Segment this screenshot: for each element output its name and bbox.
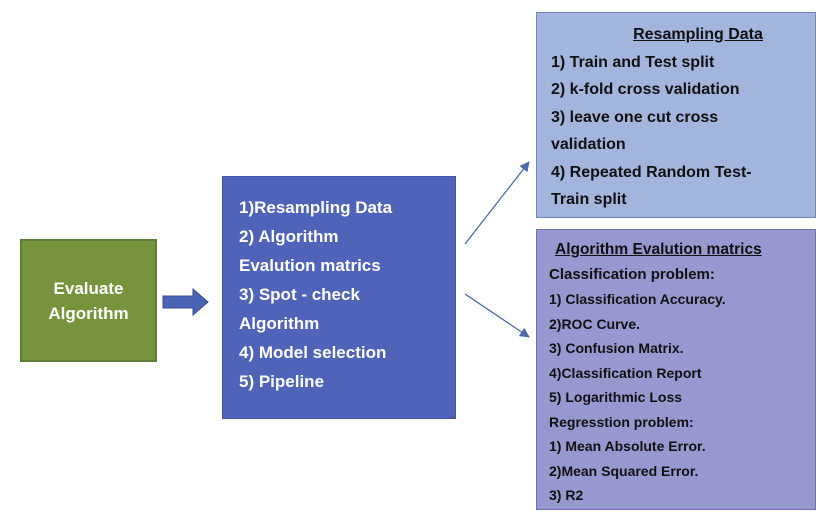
steps-line: Algorithm	[239, 314, 320, 333]
steps-line: 2) Algorithm	[239, 227, 339, 246]
connector-to-metrics	[464, 293, 530, 338]
classification-heading: Classification problem:	[549, 265, 715, 283]
resampling-item: 3) leave one cut cross	[551, 108, 719, 126]
steps-line: 5) Pipeline	[239, 372, 325, 391]
block-arrow	[162, 287, 209, 317]
resampling-item: validation	[551, 136, 626, 153]
classification-item: 5) Logarithmic Loss	[549, 389, 683, 405]
evaluation-metrics-box: Algorithm Evalution matrics Classificati…	[536, 229, 816, 510]
classification-item: 3) Confusion Matrix.	[549, 340, 684, 356]
resampling-data-box: Resampling Data 1) Train and Test split …	[536, 12, 816, 218]
resampling-item: 4) Repeated Random Test-	[551, 163, 752, 181]
regression-item: 2)Mean Squared Error.	[549, 462, 699, 479]
regression-heading: Regresstion problem:	[549, 413, 694, 430]
evaluate-line-2: Algorithm	[48, 303, 129, 323]
steps-line: Evalution matrics	[239, 256, 381, 275]
regression-item: 1) Mean Absolute Error.	[549, 438, 706, 454]
steps-line: 3) Spot - check	[239, 285, 360, 304]
connector-to-resampling	[464, 161, 530, 245]
classification-item: 4)Classification Report	[549, 364, 702, 381]
classification-item: 2)ROC Curve.	[549, 315, 641, 332]
steps-line: 4) Model selection	[239, 343, 387, 362]
resampling-item: Train split	[551, 191, 627, 208]
evaluation-steps-box: 1)Resampling Data 2) Algorithm Evalution…	[222, 176, 456, 419]
resampling-title: Resampling Data	[633, 26, 763, 43]
classification-item: 1) Classification Accuracy.	[549, 291, 726, 307]
evaluate-line-1: Evaluate	[53, 278, 124, 298]
evaluate-algorithm-box: Evaluate Algorithm	[20, 239, 157, 362]
metrics-title: Algorithm Evalution matrics	[555, 241, 762, 258]
regression-item: 3) R2	[549, 487, 584, 503]
resampling-item: 2) k-fold cross validation	[551, 81, 740, 98]
steps-line: 1)Resampling Data	[239, 198, 393, 217]
resampling-item: 1) Train and Test split	[551, 53, 715, 71]
